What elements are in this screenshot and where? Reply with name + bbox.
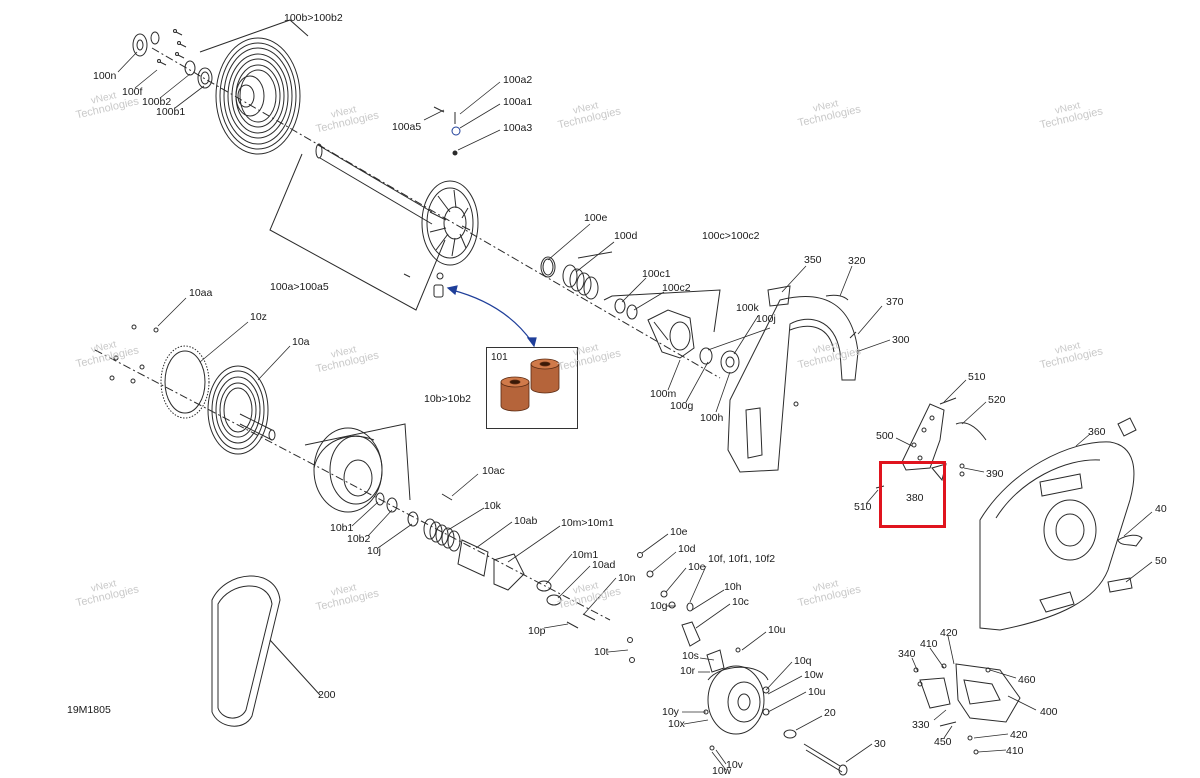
- part-label[interactable]: 10g: [650, 600, 668, 612]
- part-label[interactable]: 330: [912, 719, 930, 731]
- part-label[interactable]: 460: [1018, 674, 1036, 686]
- part-label[interactable]: 10e: [670, 526, 688, 538]
- part-label[interactable]: 510: [968, 371, 986, 383]
- part-label[interactable]: 410: [920, 638, 938, 650]
- movable-sheave: [421, 180, 479, 266]
- part-label[interactable]: 100a2: [503, 74, 533, 86]
- part-label[interactable]: 10b2: [347, 533, 371, 545]
- part-label[interactable]: 400: [1040, 706, 1058, 718]
- part-label[interactable]: 510: [854, 501, 872, 513]
- part-label[interactable]: 370: [886, 296, 904, 308]
- part-label[interactable]: 100f: [122, 86, 143, 98]
- part-label[interactable]: 10c: [732, 596, 749, 608]
- part-label[interactable]: 40: [1155, 503, 1167, 515]
- part-label[interactable]: 390: [986, 468, 1004, 480]
- part-label[interactable]: 10u: [768, 624, 786, 636]
- part-label[interactable]: 100b2: [142, 96, 172, 108]
- part-label[interactable]: 10v: [726, 759, 743, 771]
- part-label[interactable]: 50: [1155, 555, 1167, 567]
- callout-arrow: [446, 285, 537, 348]
- part-label[interactable]: 10f, 10f1, 10f2: [708, 553, 776, 565]
- part-label[interactable]: 380: [906, 492, 924, 504]
- part-label[interactable]: 10e: [688, 561, 706, 573]
- part-label[interactable]: 10b1: [330, 522, 354, 534]
- part-label[interactable]: 10h: [724, 581, 742, 593]
- drive-belt: [211, 575, 321, 727]
- part-label[interactable]: 10q: [794, 655, 812, 667]
- clutch-linkage-group: [627, 552, 848, 776]
- part-label[interactable]: 10a: [292, 336, 310, 348]
- part-label[interactable]: 10ab: [514, 515, 538, 527]
- part-label[interactable]: 20: [824, 707, 836, 719]
- inset-label: 101: [491, 352, 508, 363]
- part-label[interactable]: 360: [1088, 426, 1106, 438]
- lower-bracket: [913, 663, 1021, 755]
- part-label[interactable]: 100e: [584, 212, 608, 224]
- part-label[interactable]: 10ac: [482, 465, 505, 477]
- part-label[interactable]: 100c>100c2: [702, 230, 760, 242]
- part-label[interactable]: 100b>100b2: [284, 12, 343, 24]
- part-label[interactable]: 100b1: [156, 106, 186, 118]
- part-label[interactable]: 10x: [668, 718, 685, 730]
- part-label[interactable]: 10m>10m1: [561, 517, 614, 529]
- pulley-shaft: [315, 143, 433, 225]
- part-label[interactable]: 10m1: [572, 549, 599, 561]
- part-label[interactable]: 10t: [594, 646, 609, 658]
- bushing-icon: [500, 358, 560, 412]
- part-label[interactable]: 10p: [528, 625, 546, 637]
- part-label[interactable]: 100a3: [503, 122, 533, 134]
- part-label[interactable]: 100d: [614, 230, 638, 242]
- part-label[interactable]: 10j: [367, 545, 382, 557]
- screw-cluster: [157, 29, 187, 66]
- inset-part-101[interactable]: 101: [486, 347, 578, 429]
- part-label[interactable]: 10z: [250, 311, 267, 323]
- fixed-sheave: [215, 37, 301, 155]
- part-label[interactable]: 100g: [670, 400, 694, 412]
- part-label[interactable]: 450: [934, 736, 952, 748]
- part-label[interactable]: 300: [892, 334, 910, 346]
- frame-bracket: [727, 285, 859, 473]
- part-label[interactable]: 10w: [804, 669, 824, 681]
- part-label[interactable]: 10d: [678, 543, 696, 555]
- part-label[interactable]: 10b>10b2: [424, 393, 472, 405]
- part-label[interactable]: 10y: [662, 706, 679, 718]
- part-label[interactable]: 10ad: [592, 559, 616, 571]
- drawing-code: 19M1805: [67, 704, 111, 716]
- part-label[interactable]: 100m: [650, 388, 677, 400]
- part-label[interactable]: 340: [898, 648, 916, 660]
- part-label[interactable]: 320: [848, 255, 866, 267]
- part-label[interactable]: 100a1: [503, 96, 533, 108]
- driven-pulley-group: [132, 19, 721, 379]
- part-label[interactable]: 100j: [756, 313, 776, 325]
- part-label[interactable]: 410: [1006, 745, 1024, 757]
- part-label[interactable]: 10k: [484, 500, 501, 512]
- part-label[interactable]: 500: [876, 430, 894, 442]
- part-label[interactable]: 100c2: [662, 282, 691, 294]
- part-label[interactable]: 10r: [680, 665, 696, 677]
- part-label[interactable]: 100n: [93, 70, 117, 82]
- part-label[interactable]: 10n: [618, 572, 636, 584]
- belt-guard: [979, 417, 1143, 631]
- part-label[interactable]: 520: [988, 394, 1006, 406]
- part-label[interactable]: 10aa: [189, 287, 213, 299]
- part-label[interactable]: 100k: [736, 302, 759, 314]
- part-label[interactable]: 420: [940, 627, 958, 639]
- drive-pulley-group: [94, 324, 611, 629]
- part-label[interactable]: 420: [1010, 729, 1028, 741]
- part-label[interactable]: 100a>100a5: [270, 281, 329, 293]
- part-label[interactable]: 350: [804, 254, 822, 266]
- highlight-box: [879, 461, 946, 528]
- leader-lines: [117, 51, 1153, 771]
- part-label[interactable]: 10u: [808, 686, 826, 698]
- part-label[interactable]: 10s: [682, 650, 699, 662]
- part-label[interactable]: 100a5: [392, 121, 422, 133]
- part-label[interactable]: 100c1: [642, 268, 671, 280]
- part-label[interactable]: 100h: [700, 412, 724, 424]
- part-label[interactable]: 10w: [712, 765, 732, 777]
- part-label[interactable]: 30: [874, 738, 886, 750]
- part-label[interactable]: 200: [318, 689, 336, 701]
